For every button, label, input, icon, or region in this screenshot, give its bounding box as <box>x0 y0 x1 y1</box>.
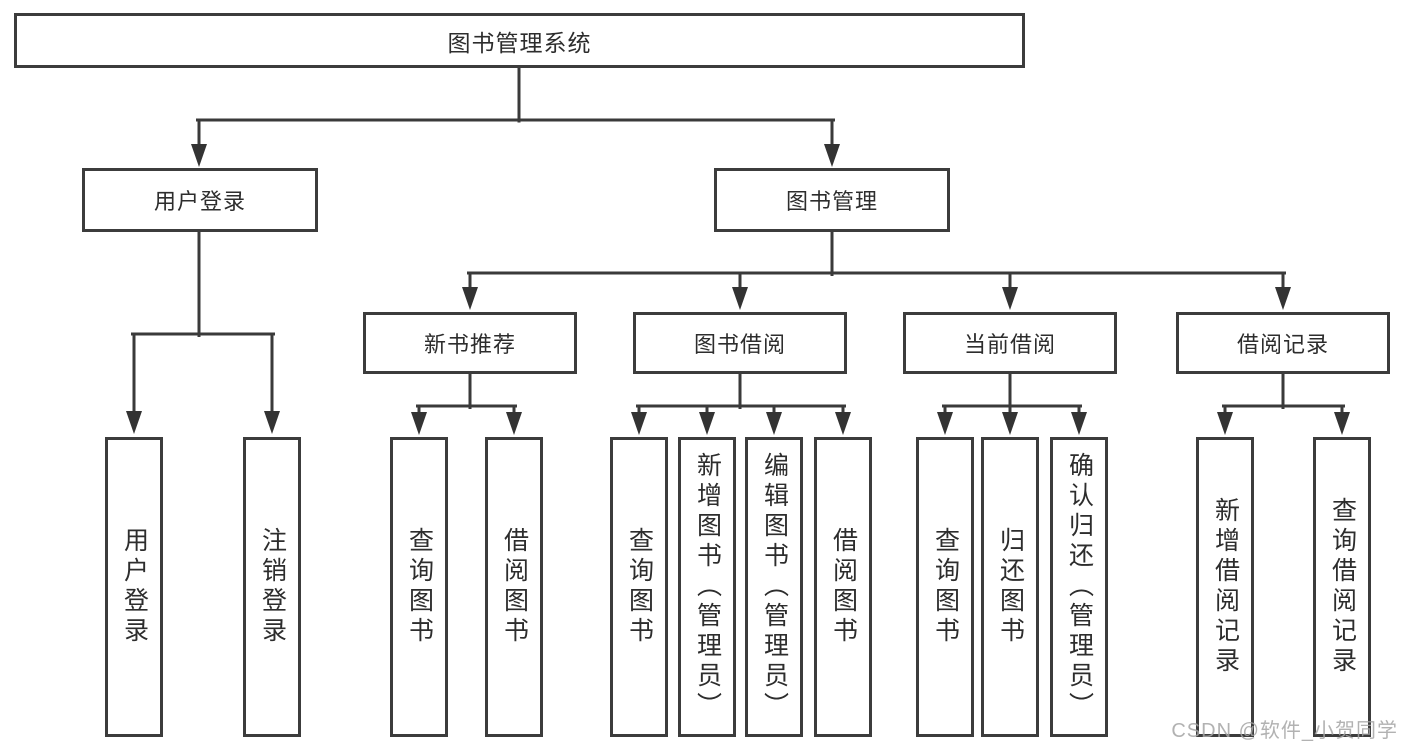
node-borrowing-records-label: 借阅记录 <box>1236 332 1329 357</box>
leaf-br-query-record: 查询借阅记录 <box>1313 437 1371 737</box>
node-new-book-recommend-label: 新书推荐 <box>423 332 516 357</box>
leaf-bb-edit-books-admin: 编辑图书（管理员） <box>745 437 803 737</box>
leaf-br-add-record: 新增借阅记录 <box>1196 437 1254 737</box>
leaf-logout: 注销登录 <box>243 437 301 737</box>
csdn-watermark: CSDN @软件_小贺同学 <box>1171 720 1398 742</box>
leaf-bb-add-books-admin-label: 新增图书（管理员） <box>693 452 722 722</box>
node-book-management: 图书管理 <box>714 168 950 232</box>
leaf-cb-confirm-return-admin: 确认归还（管理员） <box>1050 437 1108 737</box>
leaf-cb-return-books: 归还图书 <box>981 437 1039 737</box>
leaf-bb-query-books-label: 查询图书 <box>625 527 654 647</box>
leaf-nbr-query-books-label: 查询图书 <box>405 527 434 647</box>
leaf-br-query-record-label: 查询借阅记录 <box>1328 497 1357 677</box>
node-root-library-system: 图书管理系统 <box>14 13 1025 68</box>
leaf-bb-edit-books-admin-label: 编辑图书（管理员） <box>760 452 789 722</box>
leaf-br-add-record-label: 新增借阅记录 <box>1211 497 1240 677</box>
leaf-bb-borrow-books-label: 借阅图书 <box>829 527 858 647</box>
leaf-logout-label: 注销登录 <box>258 527 287 647</box>
node-new-book-recommend: 新书推荐 <box>363 312 577 374</box>
node-book-borrowing-label: 图书借阅 <box>693 332 786 357</box>
leaf-user-login-label: 用户登录 <box>120 527 149 647</box>
node-borrowing-records: 借阅记录 <box>1176 312 1390 374</box>
node-user-login-label: 用户登录 <box>153 189 246 214</box>
node-user-login: 用户登录 <box>82 168 318 232</box>
leaf-bb-query-books: 查询图书 <box>610 437 668 737</box>
leaf-cb-query-books: 查询图书 <box>916 437 974 737</box>
node-book-management-label: 图书管理 <box>785 189 878 214</box>
leaf-nbr-borrow-books: 借阅图书 <box>485 437 543 737</box>
leaf-nbr-borrow-books-label: 借阅图书 <box>500 527 529 647</box>
leaf-bb-borrow-books: 借阅图书 <box>814 437 872 737</box>
leaf-cb-query-books-label: 查询图书 <box>931 527 960 647</box>
node-current-borrowing-label: 当前借阅 <box>963 332 1056 357</box>
node-book-borrowing: 图书借阅 <box>633 312 847 374</box>
leaf-cb-confirm-return-admin-label: 确认归还（管理员） <box>1065 452 1094 722</box>
leaf-user-login: 用户登录 <box>105 437 163 737</box>
leaf-nbr-query-books: 查询图书 <box>390 437 448 737</box>
leaf-bb-add-books-admin: 新增图书（管理员） <box>678 437 736 737</box>
node-root-label: 图书管理系统 <box>447 29 592 56</box>
leaf-cb-return-books-label: 归还图书 <box>996 527 1025 647</box>
node-current-borrowing: 当前借阅 <box>903 312 1117 374</box>
